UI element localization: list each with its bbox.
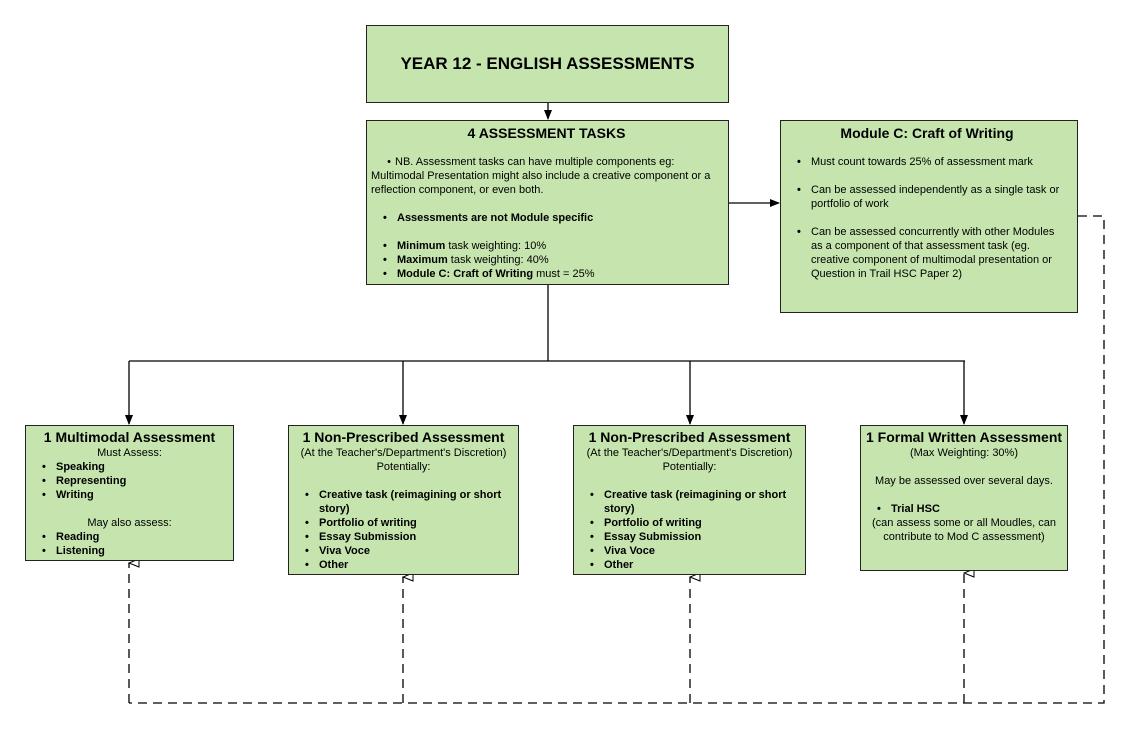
list-item: Writing — [42, 488, 229, 502]
list-item: Portfolio of writing — [590, 516, 801, 530]
list-item: Listening — [42, 544, 229, 558]
formal-subtitle: (Max Weighting: 30%) — [909, 447, 1018, 459]
formal-written-assessment-box: 1 Formal Written Assessment (Max Weighti… — [860, 425, 1068, 571]
modc-point: Can be assessed concurrently with other … — [797, 225, 1069, 281]
list-item: Creative task (reimagining or short stor… — [305, 488, 514, 516]
non-prescribed-assessment-box-2: 1 Non-Prescribed Assessment (At the Teac… — [573, 425, 806, 575]
formal-title: 1 Formal Written Assessment — [865, 429, 1063, 445]
nonpres2-title: 1 Non-Prescribed Assessment — [588, 429, 791, 445]
multimodal-title: 1 Multimodal Assessment — [43, 429, 216, 445]
list-item: Trial HSC — [877, 502, 1063, 516]
solid-connectors — [125, 103, 968, 425]
list-item: Portfolio of writing — [305, 516, 514, 530]
list-item: Reading — [42, 530, 229, 544]
assessment-tasks-box: 4 ASSESSMENT TASKS •NB. Assessment tasks… — [366, 120, 729, 285]
tasks-not-specific-list: Assessments are not Module specific — [371, 211, 722, 225]
list-item: Viva Voce — [590, 544, 801, 558]
nonpres1-list: Creative task (reimagining or short stor… — [293, 488, 514, 572]
main-title-box: YEAR 12 - ENGLISH ASSESSMENTS — [366, 25, 729, 103]
nonpres1-subtitle: (At the Teacher's/Department's Discretio… — [300, 447, 507, 459]
tasks-min-weighting: Minimum task weighting: 10% — [383, 239, 722, 253]
list-item: Representing — [42, 474, 229, 488]
nonpres1-potential: Potentially: — [376, 461, 431, 473]
list-item: Essay Submission — [305, 530, 514, 544]
modc-points-list: Must count towards 25% of assessment mar… — [785, 155, 1069, 281]
formal-note: (can assess some or all Moudles, can con… — [871, 517, 1057, 543]
dashed-connectors — [129, 215, 1105, 704]
multimodal-must-label: Must Assess: — [97, 447, 162, 459]
tasks-weighting-list: Minimum task weighting: 10% Maximum task… — [371, 239, 722, 281]
modc-point: Can be assessed independently as a singl… — [797, 183, 1069, 211]
multimodal-assessment-box: 1 Multimodal Assessment Must Assess: Spe… — [25, 425, 234, 561]
bullet-icon: • — [387, 156, 391, 168]
tasks-modc-weighting: Module C: Craft of Writing must = 25% — [383, 267, 722, 281]
non-prescribed-assessment-box-1: 1 Non-Prescribed Assessment (At the Teac… — [288, 425, 519, 575]
multimodal-also-list: Reading Listening — [30, 530, 229, 558]
list-item: Viva Voce — [305, 544, 514, 558]
nonpres1-title: 1 Non-Prescribed Assessment — [302, 429, 505, 445]
tasks-max-weighting: Maximum task weighting: 40% — [383, 253, 722, 267]
list-item: Creative task (reimagining or short stor… — [590, 488, 801, 516]
tasks-nb-note: •NB. Assessment tasks can have multiple … — [371, 156, 711, 196]
nonpres2-potential: Potentially: — [662, 461, 717, 473]
tasks-not-module-specific: Assessments are not Module specific — [383, 211, 722, 225]
modc-point: Must count towards 25% of assessment mar… — [797, 155, 1069, 169]
list-item: Essay Submission — [590, 530, 801, 544]
modc-title: Module C: Craft of Writing — [840, 125, 1014, 141]
nonpres2-list: Creative task (reimagining or short stor… — [578, 488, 801, 572]
multimodal-must-list: Speaking Representing Writing — [30, 460, 229, 502]
main-title: YEAR 12 - ENGLISH ASSESSMENTS — [400, 54, 695, 73]
formal-days: May be assessed over several days. — [875, 475, 1053, 487]
list-item: Speaking — [42, 460, 229, 474]
module-c-box: Module C: Craft of Writing Must count to… — [780, 120, 1078, 313]
list-item: Other — [305, 558, 514, 572]
formal-list: Trial HSC — [865, 502, 1063, 516]
tasks-title: 4 ASSESSMENT TASKS — [467, 125, 626, 141]
multimodal-also-label: May also assess: — [87, 517, 172, 529]
list-item: Other — [590, 558, 801, 572]
nonpres2-subtitle: (At the Teacher's/Department's Discretio… — [586, 447, 793, 459]
